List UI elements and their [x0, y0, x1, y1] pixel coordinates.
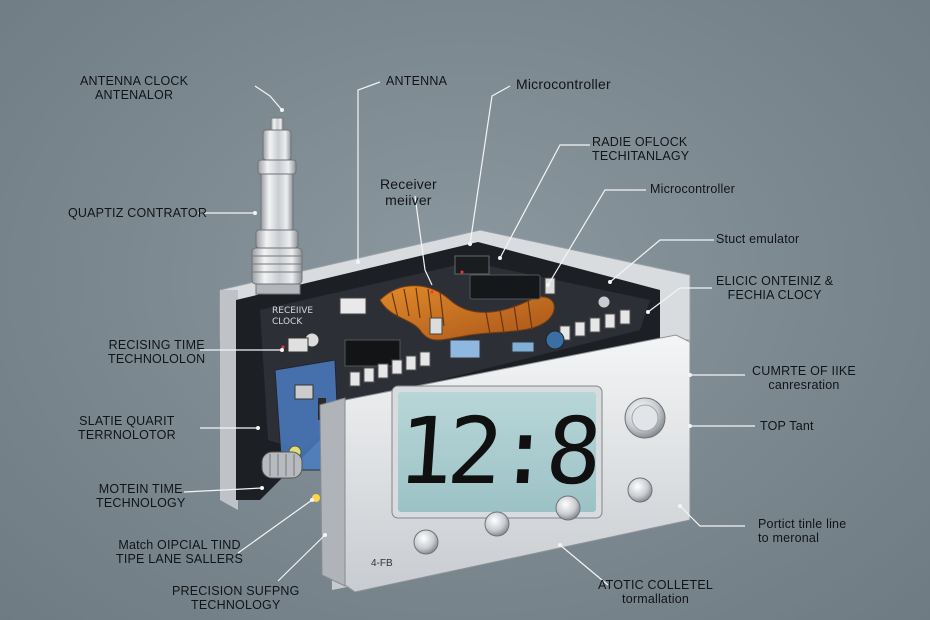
label-motein-time-line-2: TECHNOLOGY	[96, 496, 186, 510]
label-stuct-emulator: Stuct emulator	[716, 232, 799, 246]
label-recising-time-line-1: RECISING TIME	[108, 338, 205, 352]
label-antenna-line-1: ANTENNA	[386, 74, 448, 88]
label-elicic-line-2: FECHIA CLOCY	[727, 288, 822, 302]
label-elicic-line-1: ELICIC ONTEINIZ &	[716, 274, 834, 288]
label-portict-line-1: Portict tinle line	[758, 517, 847, 531]
label-radio-clock-line-2: TECHITANLAGY	[592, 149, 690, 163]
label-antenna-clock-line-2: ANTENALOR	[94, 88, 174, 102]
label-microcontroller-top-line-1: Microcontroller	[516, 76, 611, 92]
label-cumrte: CUMRTE OF IIKE canresration	[752, 364, 856, 392]
label-quartz-contrator: QUAPTIZ CONTRATOR	[68, 206, 207, 220]
label-match-opcial: Match OIPCIAL TIND TIPE LANE SALLERS	[116, 538, 243, 566]
label-cumrte-line-1: CUMRTE OF IIKE	[752, 364, 856, 378]
label-precision: PRECISION SUFPNG TECHNOLOGY	[172, 584, 300, 612]
label-antenna-clock-line-1: ANTENNA CLOCK	[80, 74, 189, 88]
label-receiver-line-1: Receiver	[380, 176, 437, 192]
lcd-digits: 12:858	[394, 398, 603, 505]
label-microcontroller-right: Microcontroller	[650, 182, 735, 196]
label-antenna-clock: ANTENNA CLOCK ANTENALOR	[80, 74, 188, 102]
label-motein-time-line-1: MOTEIN TIME	[98, 482, 183, 496]
label-atotic-line-1: ATOTIC COLLETEL	[598, 578, 714, 592]
label-cumrte-line-2: canresration	[768, 378, 840, 392]
label-recising-time-line-2: TECHNOLOLON	[108, 352, 206, 366]
label-precision-line-2: TECHNOLOGY	[191, 598, 281, 612]
crystal-cylinder	[261, 451, 303, 479]
label-precision-line-1: PRECISION SUFPNG	[172, 584, 300, 598]
clock-buttons	[413, 397, 666, 555]
label-slatie-quart: SLATIE QUARIT TERRNOLOTOR	[78, 414, 176, 442]
label-elicic: ELICIC ONTEINIZ & FECHIA CLOCY	[716, 274, 833, 302]
board-label-line-2: CLOCK	[272, 317, 303, 327]
label-stuct-emulator-line-1: Stuct emulator	[716, 232, 800, 246]
label-top-tant-line-1: TOP Tant	[760, 419, 814, 433]
label-match-opcial-line-1: Match OIPCIAL TIND	[118, 538, 241, 552]
label-slatie-quart-line-2: TERRNOLOTOR	[78, 428, 176, 442]
label-top-tant: TOP Tant	[760, 419, 814, 433]
label-radio-clock: RADIE OFLOCK TECHITANLAGY	[592, 135, 689, 163]
leader-lines	[183, 81, 755, 586]
label-slatie-quart-line-1: SLATIE QUARIT	[79, 414, 175, 428]
label-microcontroller-right-line-1: Microcontroller	[650, 182, 735, 196]
label-radio-clock-line-1: RADIE OFLOCK	[592, 135, 688, 149]
label-atotic: ATOTIC COLLETEL tormallation	[598, 578, 713, 606]
label-match-opcial-line-2: TIPE LANE SALLERS	[116, 552, 244, 566]
label-recising-time: RECISING TIME TECHNOLOLON	[108, 338, 205, 366]
board-label: RECEIIVE CLOCK	[272, 306, 313, 328]
board-label-line-1: RECEIIVE	[272, 306, 314, 316]
label-receiver-line-2: meiiver	[385, 192, 432, 208]
antenna-assembly	[251, 117, 303, 295]
label-antenna: ANTENNA	[386, 74, 447, 88]
label-quartz-contrator-line-1: QUAPTIZ CONTRATOR	[68, 206, 208, 220]
lcd-display	[391, 385, 603, 519]
label-portict: Portict tinle line to meronal	[758, 517, 846, 545]
label-receiver: Receiver meiiver	[380, 176, 437, 208]
face-mark: 4-FB	[371, 558, 393, 569]
label-microcontroller-top: Microcontroller	[516, 76, 611, 92]
label-motein-time: MOTEIN TIME TECHNOLOGY	[96, 482, 186, 510]
label-atotic-line-2: tormallation	[622, 592, 690, 606]
label-portict-line-2: to meronal	[758, 531, 820, 545]
